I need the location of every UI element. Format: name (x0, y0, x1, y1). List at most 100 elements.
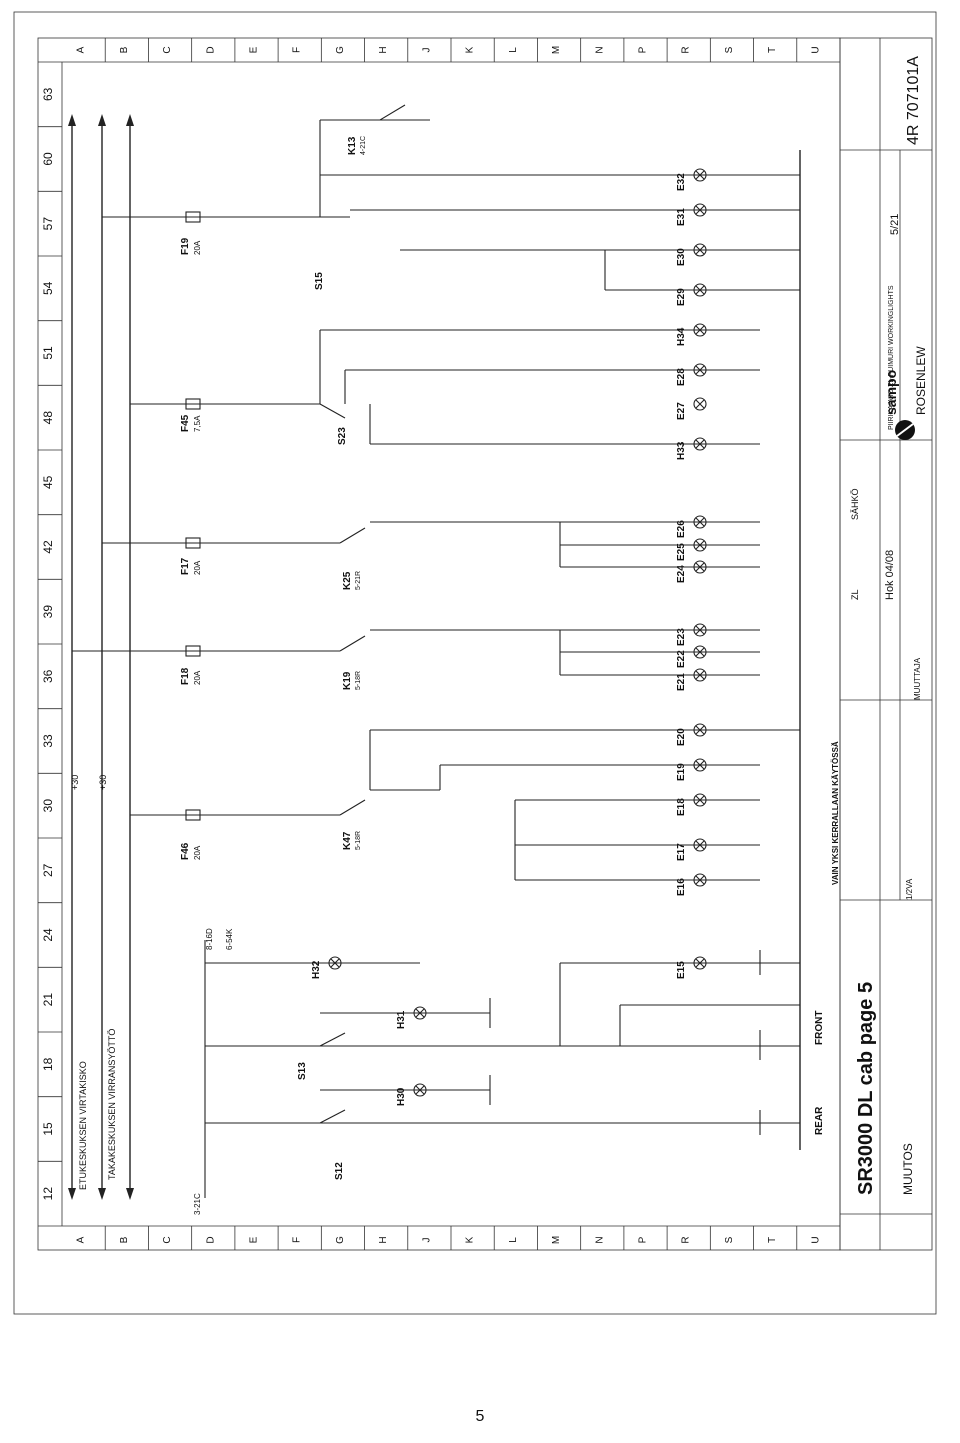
grid-row-label: B (119, 1236, 130, 1243)
relay-k19-sub: 5-18R (355, 671, 362, 690)
grid-row-label: F (292, 1237, 303, 1243)
grid-row-label: S (724, 46, 735, 53)
fuse-f19: F19 20A (180, 211, 202, 255)
page-number: 5 (475, 1408, 485, 1425)
rail-arrow-6 (126, 1188, 134, 1200)
lamp-label: H33 (676, 441, 687, 460)
grid-row-label: K (465, 1236, 476, 1243)
rear-label: REAR (814, 1106, 825, 1135)
grid-row-label: M (551, 1236, 562, 1244)
front-label: FRONT (814, 1011, 825, 1045)
lamp-cross (695, 170, 705, 180)
sampo-logo-stroke (896, 423, 914, 437)
lamp-icon (693, 203, 707, 217)
switch-s23-id: S23 (337, 427, 348, 445)
title-block-frame (839, 37, 933, 1251)
lamp-cross (695, 205, 705, 215)
fuse-f19-rating: 20A (193, 240, 202, 255)
lamp-cross (695, 399, 705, 409)
lamp-icon (693, 323, 707, 337)
lamp-icon (693, 363, 707, 377)
lamp-cross (415, 1008, 425, 1018)
sheet-frame (13, 11, 937, 1315)
lamp-cross (695, 365, 705, 375)
relay-k13-id: K13 (347, 136, 358, 155)
switch-s23: S23 (319, 329, 760, 445)
lamp-label: E20 (676, 728, 687, 746)
grid-row-label: D (205, 1236, 216, 1243)
type-code: ZL (850, 589, 860, 600)
fuse-f46-id: F46 (180, 842, 191, 860)
fuse-feeds (72, 119, 430, 816)
lamp-label: E16 (676, 878, 687, 896)
drawing-border (37, 37, 841, 1251)
fuse-f18: F18 20A (180, 645, 202, 685)
rail-label-front: ETUKESKUKSEN VIRTAKISKO (78, 1061, 88, 1190)
grid-column-label: 60 (41, 152, 55, 166)
lamp-cross (330, 958, 340, 968)
lamp-icon (693, 397, 707, 411)
lamp-cross (695, 245, 705, 255)
sheet-title: SR3000 DL cab page 5 (855, 982, 877, 1195)
lamp-icon (413, 1083, 427, 1097)
lamp-label: E17 (676, 843, 687, 861)
lamp-label: E21 (676, 673, 687, 691)
switch-s15-id: S15 (314, 272, 325, 290)
grid-column-label: 15 (41, 1122, 55, 1136)
grid-row-label: P (638, 46, 649, 53)
switch-s13: S13 (297, 1032, 346, 1080)
lamp-cross (695, 725, 705, 735)
grid-column-label: 36 (41, 669, 55, 683)
lamp-icon (693, 283, 707, 297)
grid-row-label: J (421, 48, 432, 53)
grid-row-label: R (681, 46, 692, 53)
company-sub: ROSENLEW (914, 346, 928, 415)
lamp-label: E27 (676, 402, 687, 420)
relay-k13-contacts: K13 4-21C (320, 104, 410, 176)
grid-column-label: 33 (41, 734, 55, 748)
grid-column-label: 39 (41, 605, 55, 619)
lamp-label: E19 (676, 763, 687, 781)
lamp-cross (695, 439, 705, 449)
grid-row-label: N (594, 1236, 605, 1243)
grid-row-label: T (767, 47, 778, 53)
grid-row-label: G (335, 46, 346, 54)
lower-left-circuit (205, 950, 800, 1135)
grid-column-label: 24 (41, 928, 55, 942)
lamp-cross (695, 325, 705, 335)
grid-column-label: 12 (41, 1187, 55, 1201)
fuse-f46: F46 20A (180, 809, 202, 860)
lamp-label: E29 (676, 288, 687, 306)
system-label: SÄHKÖ (850, 488, 860, 520)
switch-s15: S15 (314, 174, 800, 291)
grid-row-label: E (249, 46, 260, 53)
sheet-number: 5/21 (889, 214, 901, 235)
fuse-f17: F17 20A (180, 537, 202, 575)
grid-column-label: 30 (41, 799, 55, 813)
vaos-value: 1/2VA (905, 878, 914, 900)
grid-row-label: D (205, 46, 216, 53)
grid-row-label: T (767, 1237, 778, 1243)
grid-column-label: 48 (41, 411, 55, 425)
fuse-f45-id: F45 (180, 414, 191, 432)
rail-arrow-3 (126, 114, 134, 126)
fuse-f45: F45 7,5A (180, 398, 202, 432)
lamp-label: H31 (396, 1010, 407, 1029)
relay-k25-id: K25 (342, 571, 353, 590)
grid-column-label: 45 (41, 475, 55, 489)
lamp-label: E25 (676, 543, 687, 561)
fuse-f17-id: F17 (180, 557, 191, 575)
lamp-label: E22 (676, 650, 687, 668)
rail-arrow-4 (68, 1188, 76, 1200)
switch-s12-id: S12 (334, 1162, 345, 1180)
lamp-label: E18 (676, 798, 687, 816)
lamp-icon (413, 1006, 427, 1020)
grid-row-label: J (421, 1238, 432, 1243)
relay-k19-id: K19 (342, 671, 353, 690)
grid-row-label: U (810, 1236, 821, 1243)
grid-row-label: F (292, 47, 303, 53)
